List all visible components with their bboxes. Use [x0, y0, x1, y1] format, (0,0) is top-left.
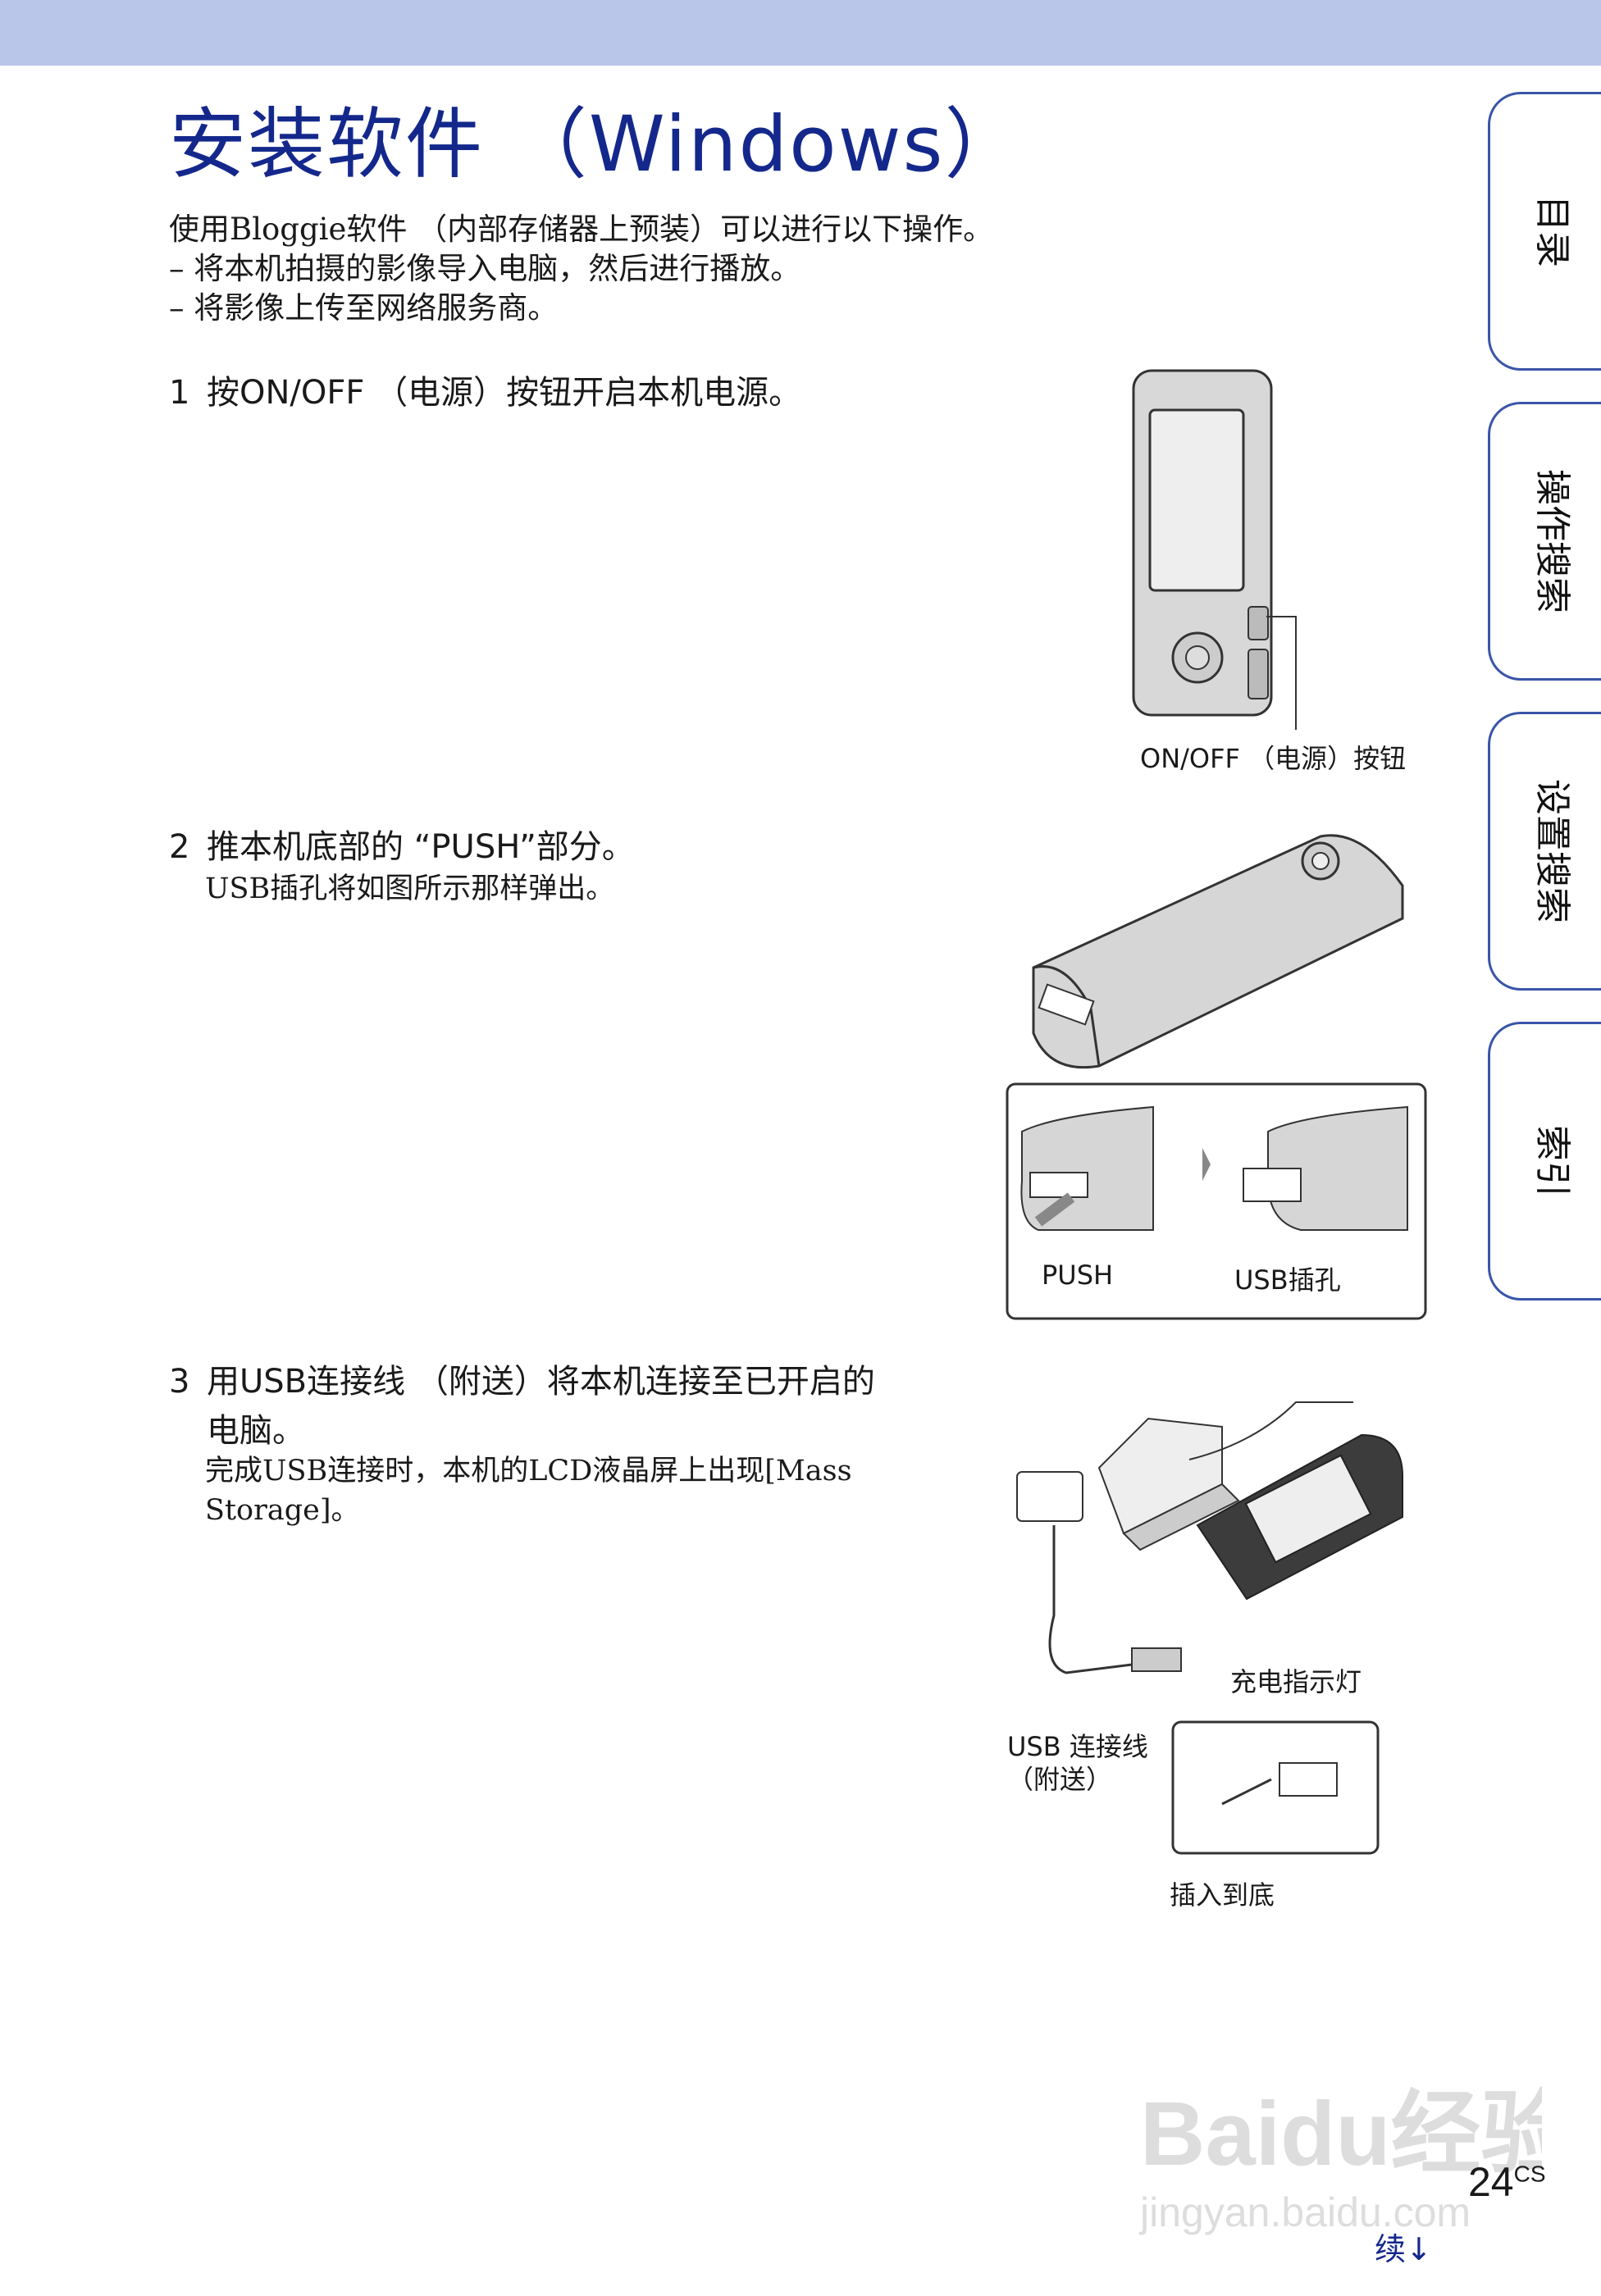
tab-operation-search[interactable]: 操作搜索 [1488, 402, 1601, 681]
usb-cable-label: USB 连接线 （附送） [1007, 1730, 1148, 1796]
step-number: 3 [169, 1363, 190, 1401]
camera-power-illustration [1132, 369, 1288, 717]
top-bar [0, 0, 1601, 66]
step-3-cont: 电脑。 [207, 1412, 305, 1450]
page-suffix: CS [1513, 2161, 1546, 2187]
baidu-watermark-logo: Baidu经验 jingyan.baidu.com [1138, 2084, 1542, 2235]
step-number: 1 [169, 374, 190, 412]
step-2: 2 推本机底部的 “PUSH”部分。 [169, 820, 635, 868]
intro-text: 使用Bloggie软件 （内部存储器上预装）可以进行以下操作。 – 将本机拍摄的… [169, 210, 993, 328]
step-3: 3 用USB连接线 （附送）将本机连接至已开启的 [169, 1355, 875, 1402]
step-text: 按ON/OFF （电源）按钮开启本机电源。 [207, 374, 802, 412]
page-title: 安装软件 （Windows） [169, 100, 1024, 189]
tab-label: 设置搜索 [1531, 779, 1573, 923]
step-note: USB插孔将如图所示那样弹出。 [205, 872, 615, 905]
step-text: 推本机底部的 “PUSH”部分。 [207, 828, 635, 866]
step-number: 2 [169, 828, 190, 866]
svg-text:jingyan.baidu.com: jingyan.baidu.com [1138, 2189, 1471, 2235]
usb-jack-label: USB插孔 [1234, 1264, 1341, 1296]
label-line: USB 连接线 [1007, 1731, 1148, 1762]
tab-index[interactable]: 索引 [1488, 1022, 1601, 1301]
camera-bottom-illustration [1032, 834, 1404, 1069]
tab-label: 索引 [1531, 1125, 1573, 1197]
page-number: 24CS [1468, 2158, 1546, 2206]
callout-line [1266, 616, 1297, 730]
tab-label: 操作搜索 [1531, 469, 1573, 613]
tab-label: 目录 [1531, 195, 1573, 267]
tab-contents[interactable]: 目录 [1488, 92, 1601, 371]
power-button-label: ON/OFF （电源）按钮 [1140, 743, 1407, 774]
intro-line: 使用Bloggie软件 （内部存储器上预装）可以进行以下操作。 [169, 212, 994, 247]
charge-lamp-label: 充电指示灯 [1230, 1666, 1362, 1697]
svg-text:Baidu经验: Baidu经验 [1140, 2084, 1542, 2184]
intro-line: – 将本机拍摄的影像导入电脑，然后进行播放。 [169, 251, 801, 286]
step-note-line: 完成USB连接时，本机的LCD液晶屏上出现[Mass [205, 1455, 852, 1487]
push-detail-box [1006, 1082, 1427, 1320]
label-line: （附送） [1007, 1764, 1113, 1795]
page-number-value: 24 [1468, 2159, 1514, 2205]
insert-label: 插入到底 [1170, 1879, 1275, 1911]
usb-connection-illustration [1016, 1401, 1403, 1855]
tab-settings-search[interactable]: 设置搜索 [1488, 712, 1601, 991]
step-text: 用USB连接线 （附送）将本机连接至已开启的 [207, 1363, 875, 1401]
continued-link[interactable]: 续↓ [1375, 2231, 1432, 2267]
step-1: 1 按ON/OFF （电源）按钮开启本机电源。 [169, 366, 801, 413]
step-note: 完成USB连接时，本机的LCD液晶屏上出现[Mass Storage]。 [205, 1451, 852, 1530]
step-note-line: Storage]。 [205, 1494, 360, 1527]
push-label: PUSH [1042, 1260, 1114, 1291]
intro-line: – 将影像上传至网络服务商。 [169, 290, 559, 326]
